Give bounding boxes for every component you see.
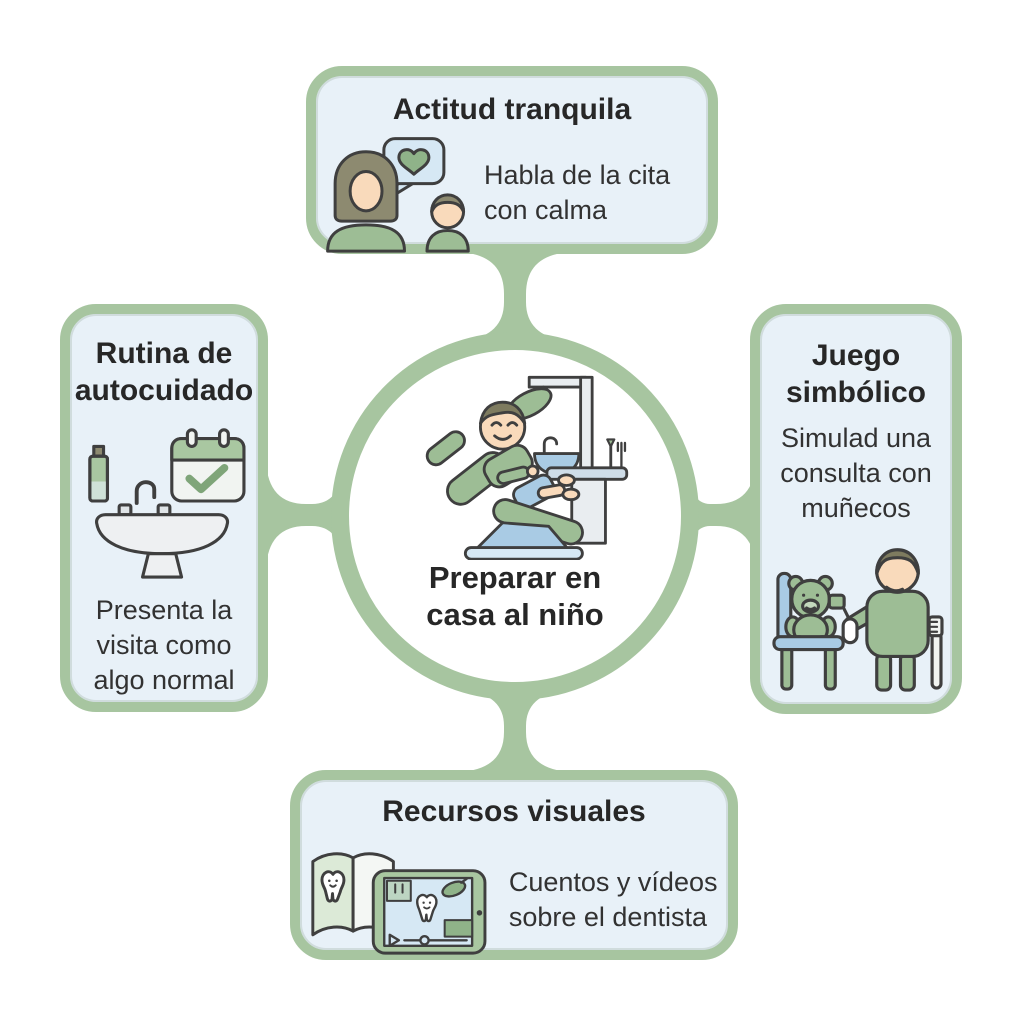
book-tablet-video-icon (311, 851, 487, 955)
node-juego-simbolico: Juego simbólico Simulad una consulta con… (750, 304, 962, 714)
node-body: Habla de la cita con calma (484, 159, 671, 225)
node-title: Rutina de autocuidado (74, 337, 254, 407)
node-title: Juego simbólico (785, 339, 927, 409)
teddy-bear-dentist-play-icon (772, 548, 944, 693)
center-node: Preparar en casa al niño (349, 350, 681, 682)
node-title: Actitud tranquila (392, 93, 632, 126)
connector-top (458, 252, 572, 341)
node-body: Presenta la visita como algo normal (93, 595, 235, 696)
connector-right (686, 461, 756, 569)
node-body: Cuentos y vídeos sobre el dentista (508, 866, 718, 932)
node-recursos-visuales: Recursos visuales (290, 770, 738, 960)
connector-left (266, 461, 344, 569)
node-title: Recursos visuales (382, 795, 646, 828)
parent-child-talk-icon (326, 136, 470, 253)
sink-toothpaste-calendar-icon (88, 428, 246, 579)
center-title: Preparar en casa al niño (426, 560, 604, 632)
node-body: Simulad una consulta con muñecos (780, 423, 932, 524)
node-rutina-autocuidado: Rutina de autocuidado Presenta la visita… (60, 304, 268, 712)
node-actitud-tranquila: Actitud tranquila Habla de la cita con c… (306, 66, 718, 254)
connector-bottom (458, 690, 572, 772)
dental-chair-child-icon (425, 375, 629, 560)
